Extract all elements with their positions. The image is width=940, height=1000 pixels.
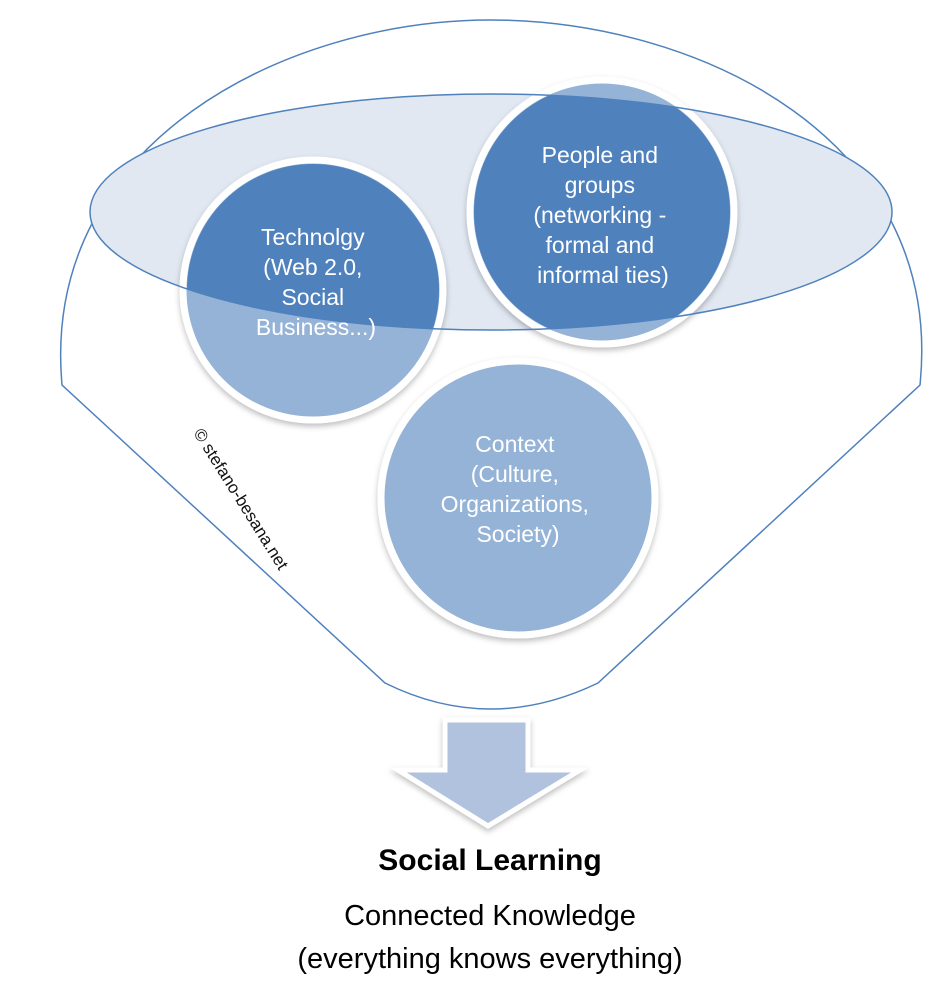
result-subtitle-line1: Connected Knowledge xyxy=(344,900,636,932)
circle-context xyxy=(377,357,659,639)
ellipse-overlap-shading xyxy=(187,94,730,330)
result-title: Social Learning xyxy=(378,844,601,877)
people-label: People and groups (networking - formal a… xyxy=(533,142,672,288)
result-subtitle-line2: (everything knows everything) xyxy=(297,943,682,975)
context-label: Context (Culture, Organizations, Society… xyxy=(441,431,596,547)
technology-label: Technolgy (Web 2.0, Social Business...) xyxy=(256,224,376,340)
down-arrow-icon xyxy=(389,717,589,829)
